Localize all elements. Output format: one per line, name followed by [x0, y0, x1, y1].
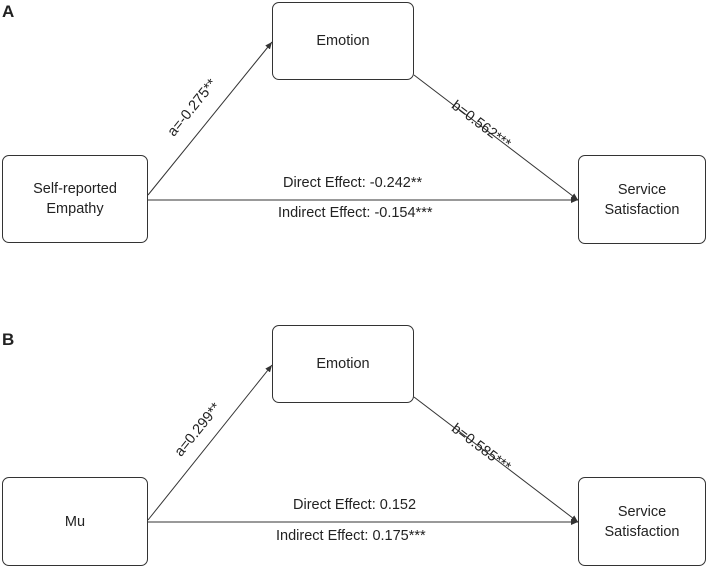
panel-b-outcome-box: Service Satisfaction [578, 477, 706, 566]
panel-a-arrow-a [147, 41, 273, 196]
panel-b-indirect-effect: Indirect Effect: 0.175*** [276, 528, 426, 544]
panel-a-direct-effect: Direct Effect: -0.242** [283, 175, 423, 191]
panel-b-label: B [2, 330, 15, 349]
panel-b-predictor-box: Mu [2, 477, 148, 566]
panel-b-mediator-box: Emotion [272, 325, 414, 403]
panel-a-label: A [2, 2, 15, 21]
panel-a-arrow-b [413, 74, 579, 201]
panel-a-outcome-box: Service Satisfaction [578, 155, 706, 244]
panel-a-predictor-box: Self-reported Empathy [2, 155, 148, 243]
panel-a-mediator-box: Emotion [272, 2, 414, 80]
panel-b-arrow-a [147, 364, 273, 521]
panel-b-arrow-b [413, 396, 579, 523]
panel-a-indirect-effect: Indirect Effect: -0.154*** [278, 205, 433, 221]
panel-b-direct-effect: Direct Effect: 0.152 [293, 497, 417, 513]
